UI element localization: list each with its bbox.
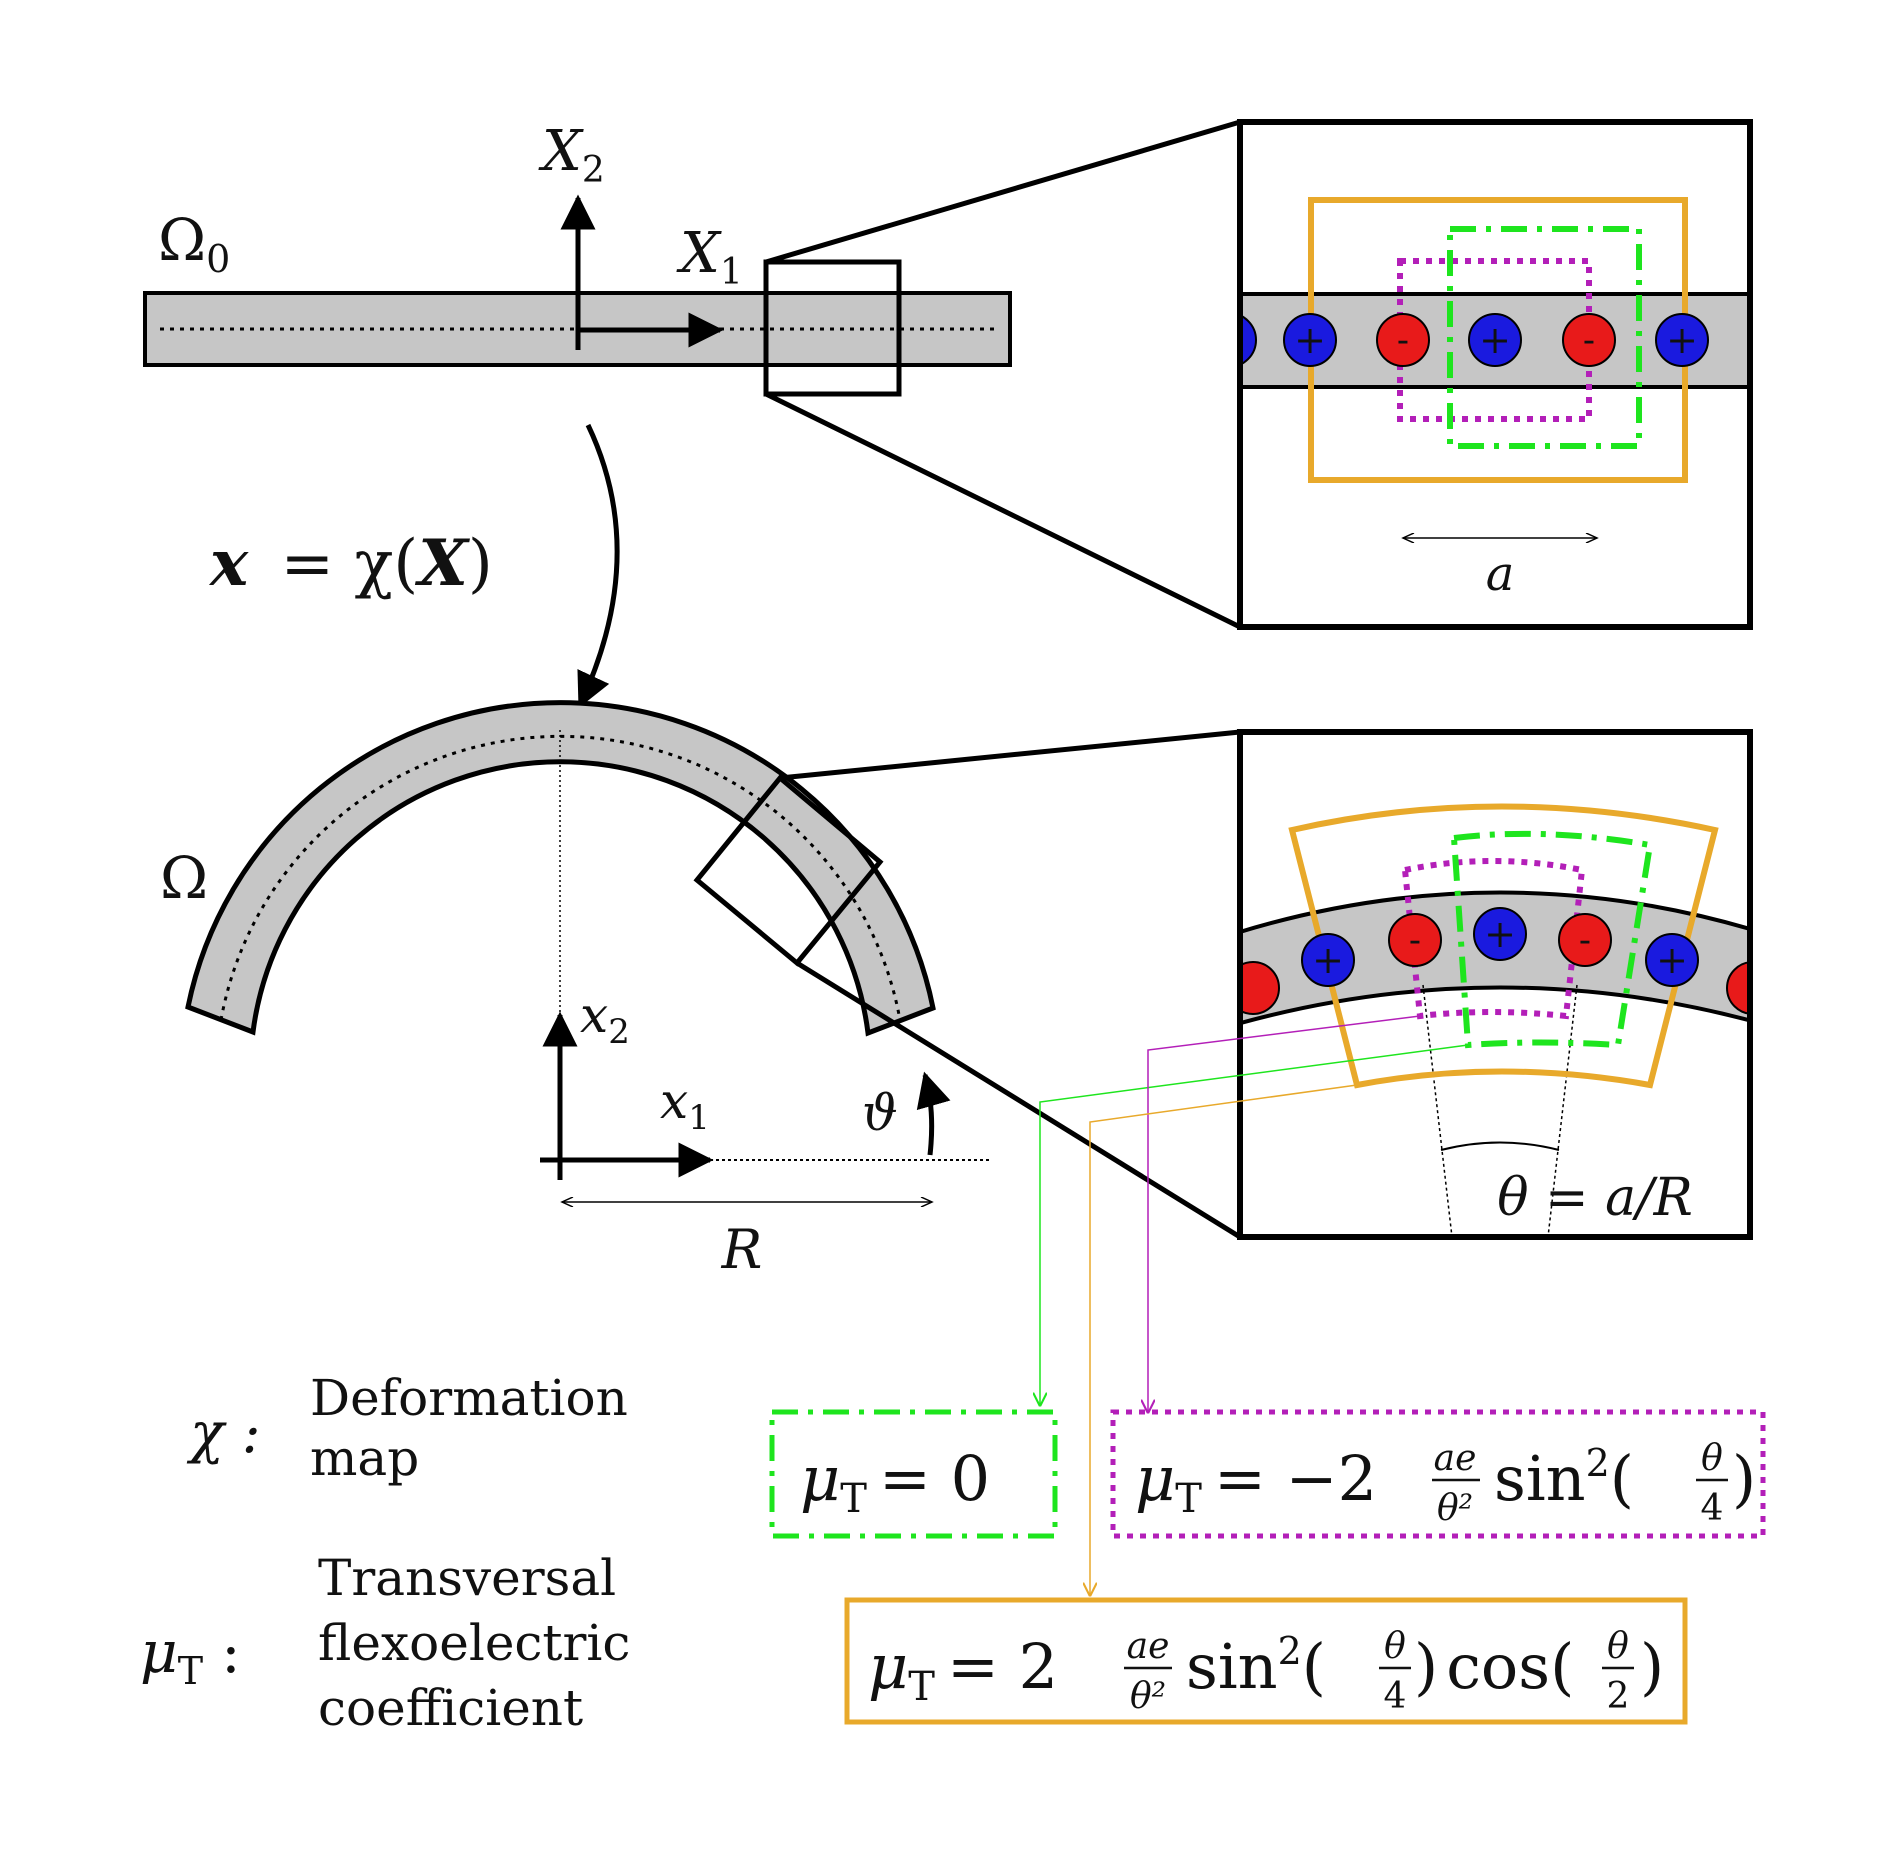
svg-text:θ²: θ² <box>1437 1488 1473 1529</box>
green-unit-cell-deformed <box>1450 830 1654 1049</box>
svg-text:+: + <box>1294 318 1326 362</box>
green-leader <box>1040 1044 1469 1405</box>
top-zoom-border <box>1237 119 1753 630</box>
top-zoom-connectors <box>764 119 1242 630</box>
x2-label: x2 <box>580 986 630 1052</box>
svg-text:ae: ae <box>1434 1438 1477 1479</box>
legend-chi-desc-1: Deformation <box>310 1369 628 1427</box>
orange-leader <box>1090 1084 1358 1595</box>
legend-chi-symbol: χ : <box>186 1401 261 1466</box>
svg-text:2: 2 <box>1607 1676 1630 1717</box>
svg-text:4: 4 <box>1701 1488 1724 1529</box>
reference-configuration: Ω0 X2 X1 <box>143 119 1012 397</box>
legend-chi-desc-2: map <box>310 1429 419 1487</box>
svg-text:μT= 2: μT= 2 <box>868 1630 1058 1710</box>
legend-mu-desc-3: coefficient <box>318 1679 583 1737</box>
negative-charge: - <box>1562 313 1616 367</box>
svg-text:+: + <box>1666 318 1698 362</box>
svg-text:): ) <box>1732 1442 1756 1515</box>
X2-label: X2 <box>538 119 605 191</box>
svg-text:θ: θ <box>1701 1438 1723 1479</box>
top-zoom-panel: + - + - + a <box>1237 119 1753 630</box>
positive-charge: + <box>1645 933 1699 987</box>
svg-text:ae: ae <box>1127 1626 1170 1667</box>
svg-text:sin2(: sin2( <box>1186 1629 1326 1703</box>
lattice-spacing-label: a <box>1486 546 1515 602</box>
legend-mu-symbol: μT: <box>140 1618 241 1693</box>
charge-row-top: + - + - + <box>1283 313 1709 367</box>
charge-row-bottom: + - + - + <box>1301 907 1699 987</box>
negative-charge: - <box>1558 913 1612 967</box>
svg-text:+: + <box>1656 938 1688 982</box>
svg-text:μT= −2: μT= −2 <box>1135 1442 1377 1522</box>
negative-charge: - <box>1376 313 1430 367</box>
positive-charge: + <box>1473 907 1527 961</box>
svg-text:): ) <box>1640 1630 1664 1703</box>
deformation-map: x = χ(X) <box>208 423 620 709</box>
green-unit-cell <box>1447 226 1642 449</box>
theta-arc <box>1440 1141 1560 1151</box>
reference-domain-label: Ω0 <box>158 206 230 281</box>
negative-charge: - <box>1388 913 1442 967</box>
svg-text:-: - <box>1579 920 1591 961</box>
leader-lines <box>1040 1015 1469 1595</box>
negative-charge <box>1240 961 1280 1015</box>
svg-text:-: - <box>1397 320 1409 361</box>
legend-mu-desc-1: Transversal <box>318 1549 616 1607</box>
formula-orange: μT= 2 ae θ² sin2( θ 4 )cos( θ 2 ) <box>844 1597 1688 1725</box>
magenta-leader <box>1148 1015 1421 1412</box>
legend-mu-desc-2: flexoelectric <box>318 1614 630 1672</box>
positive-charge: + <box>1301 933 1355 987</box>
bent-beam-midline <box>219 734 902 1021</box>
formula-orange-box <box>844 1597 1688 1725</box>
svg-text:sin2(: sin2( <box>1494 1441 1634 1515</box>
svg-text:θ²: θ² <box>1130 1676 1166 1717</box>
svg-text:+: + <box>1484 912 1516 956</box>
angle-arc-arrow <box>916 1071 951 1156</box>
current-configuration: Ω x2 x1 ϑ R <box>160 700 990 1281</box>
X1-label: X1 <box>676 221 743 293</box>
negative-charge <box>1726 961 1750 1015</box>
reference-zoom-frame <box>763 259 902 397</box>
angle-label: ϑ <box>862 1084 898 1142</box>
theta-ray-right <box>1547 984 1578 1237</box>
svg-text:θ: θ <box>1384 1626 1406 1667</box>
x1-label: x1 <box>660 1072 710 1138</box>
svg-text:+: + <box>1312 938 1344 982</box>
svg-text:-: - <box>1409 920 1421 961</box>
theta-ray-left <box>1422 984 1453 1237</box>
current-domain-label: Ω <box>160 844 208 912</box>
bottom-zoom-connectors <box>779 729 1242 1240</box>
positive-charge: + <box>1283 313 1337 367</box>
radius-label: R <box>721 1218 763 1281</box>
legend: χ : Deformation map μT: Transversal flex… <box>140 1369 630 1737</box>
svg-text:+: + <box>1479 318 1511 362</box>
positive-charge: + <box>1655 313 1709 367</box>
svg-text:)cos(: )cos( <box>1414 1630 1574 1703</box>
bottom-zoom-border <box>1237 729 1753 1240</box>
formula-magenta: μT= −2 ae θ² sin2( θ 4 ) <box>1110 1409 1766 1539</box>
svg-text:4: 4 <box>1384 1676 1407 1717</box>
charge-edge-left <box>1240 314 1257 366</box>
formula-magenta-box <box>1110 1409 1766 1539</box>
formula-green: μT= 0 <box>769 1409 1058 1539</box>
bent-beam <box>185 700 936 1037</box>
theta-relation-label: θ = a/R <box>1497 1168 1693 1228</box>
svg-text:μT= 0: μT= 0 <box>800 1442 990 1522</box>
bottom-zoom-panel: + - + - + θ = a/R <box>1237 729 1753 1240</box>
formula-green-box <box>769 1409 1058 1539</box>
deformation-map-equation: x = χ(X) <box>208 526 493 601</box>
positive-charge: + <box>1468 313 1522 367</box>
svg-text:θ: θ <box>1607 1626 1629 1667</box>
orange-unit-cell-deformed <box>1288 803 1719 1089</box>
svg-text:-: - <box>1583 320 1595 361</box>
deformation-arrow <box>577 423 620 709</box>
